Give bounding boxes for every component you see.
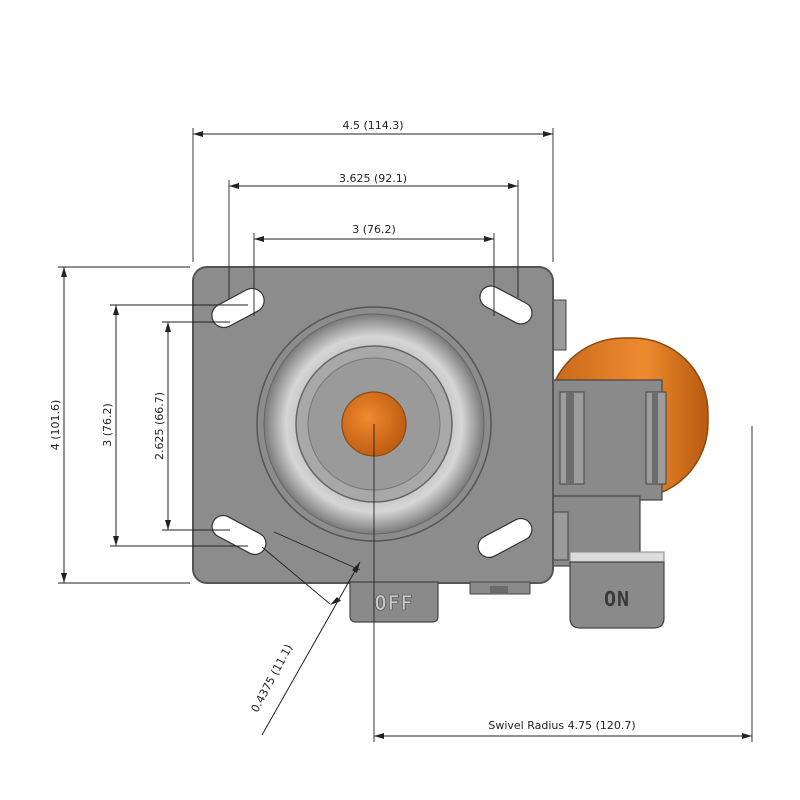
dim-slot-spacing-outer-label: 3.625 (92.1): [339, 172, 407, 185]
slot-top-right: [479, 285, 533, 325]
brake-pedal-on-label: ON: [604, 587, 630, 611]
dim-slot-spacing-outer: 3.625 (92.1): [228, 172, 519, 298]
mounting-slots: [211, 285, 533, 559]
slot-top-left: [211, 287, 265, 329]
dim-bolt-spacing-height-label: 3 (76.2): [101, 403, 114, 447]
dim-overall-height: 4 (101.6): [49, 266, 190, 584]
dim-slot-spacing-inner: 2.625 (66.7): [153, 321, 230, 531]
lower-hardware: [469, 581, 531, 595]
dim-bolt-spacing-width-label: 3 (76.2): [352, 223, 396, 236]
dim-overall-width: 4.5 (114.3): [192, 119, 554, 262]
brake-pedal-on: ON: [569, 551, 665, 629]
dim-overall-width-label: 4.5 (114.3): [342, 119, 403, 132]
brake-pedal-off: OFF: [349, 581, 439, 623]
dim-swivel-radius-label: Swivel Radius 4.75 (120.7): [488, 719, 635, 732]
slot-bottom-right: [477, 517, 533, 559]
dim-bolt-spacing-width: 3 (76.2): [253, 223, 495, 316]
dim-swivel-radius: Swivel Radius 4.75 (120.7): [373, 424, 753, 742]
dim-overall-height-label: 4 (101.6): [49, 400, 62, 451]
dim-slot-spacing-inner-label: 2.625 (66.7): [153, 392, 166, 460]
dim-slot-width-label: 0.4375 (11.1): [249, 642, 296, 714]
dim-bolt-spacing-height: 3 (76.2): [101, 304, 248, 547]
brake-pedal-off-label: OFF: [374, 591, 413, 615]
